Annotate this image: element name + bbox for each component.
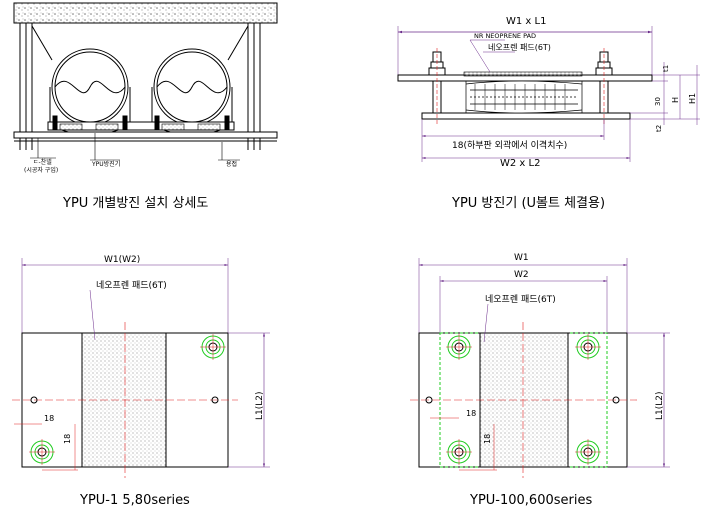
bolt-hole-top-right <box>200 334 226 360</box>
dim-18a: 18 <box>466 409 476 418</box>
dim-w2: W2 <box>514 270 529 280</box>
label-weld: 용접 <box>226 160 237 168</box>
label-pad: 네오프렌 패드(6T) <box>485 294 556 305</box>
dim-l: L1(L2) <box>655 391 665 420</box>
neoprene-pad <box>463 71 583 77</box>
panel-plan-ypu-100 <box>410 258 670 478</box>
c-channel <box>13 131 278 139</box>
label-isolator: YPU방진기 <box>91 160 120 168</box>
u-bolt-left <box>428 48 446 124</box>
bolt-holes <box>446 334 601 465</box>
label-channel: ㄷ-찬넬 <box>33 158 52 166</box>
dim-h1: H1 <box>688 93 697 104</box>
dim-18a: 18 <box>44 414 54 423</box>
dim-l: L1(L2) <box>255 391 265 420</box>
label-pad: 네오프렌 패드(6T) <box>96 280 167 291</box>
concrete-slab <box>13 2 278 24</box>
dim-18b: 18 <box>63 434 72 444</box>
label-pad: 네오프렌 패드(6T) <box>488 42 551 52</box>
bolt-hole-bottom-left <box>29 439 55 465</box>
dim-note: 18(하부판 외곽에서 이격치수) <box>452 139 567 151</box>
rubber-body <box>465 80 583 114</box>
u-bolt-right <box>595 48 613 124</box>
dim-w1: W1 <box>514 253 529 263</box>
isolator-pads <box>59 123 221 131</box>
caption-section-view: YPU 방진기 (U볼트 체결용) <box>452 196 606 211</box>
panel-plan-ypu-1 <box>12 258 270 478</box>
dim-top: W1 x L1 <box>506 16 546 27</box>
dim-t2: t2 <box>655 125 663 132</box>
panel-section-view <box>397 26 700 162</box>
dim-bottom: W2 x L2 <box>500 158 540 169</box>
dim-30: 30 <box>654 97 662 106</box>
dim-h: H <box>671 97 680 103</box>
caption-installation-detail: YPU 개별방진 설치 상세도 <box>63 196 209 211</box>
dim-w: W1(W2) <box>104 255 140 265</box>
label-channel-note: (시공자 구입) <box>24 166 58 174</box>
panel-installation-detail <box>13 2 278 161</box>
dim-18b: 18 <box>483 434 492 444</box>
dim-t1: t1 <box>662 65 670 72</box>
label-nr-pad: NR NEOPRENE PAD <box>474 32 536 40</box>
caption-plan-ypu-100: YPU-100,600series <box>470 493 593 508</box>
caption-plan-ypu-1: YPU-1 5,80series <box>80 493 190 508</box>
